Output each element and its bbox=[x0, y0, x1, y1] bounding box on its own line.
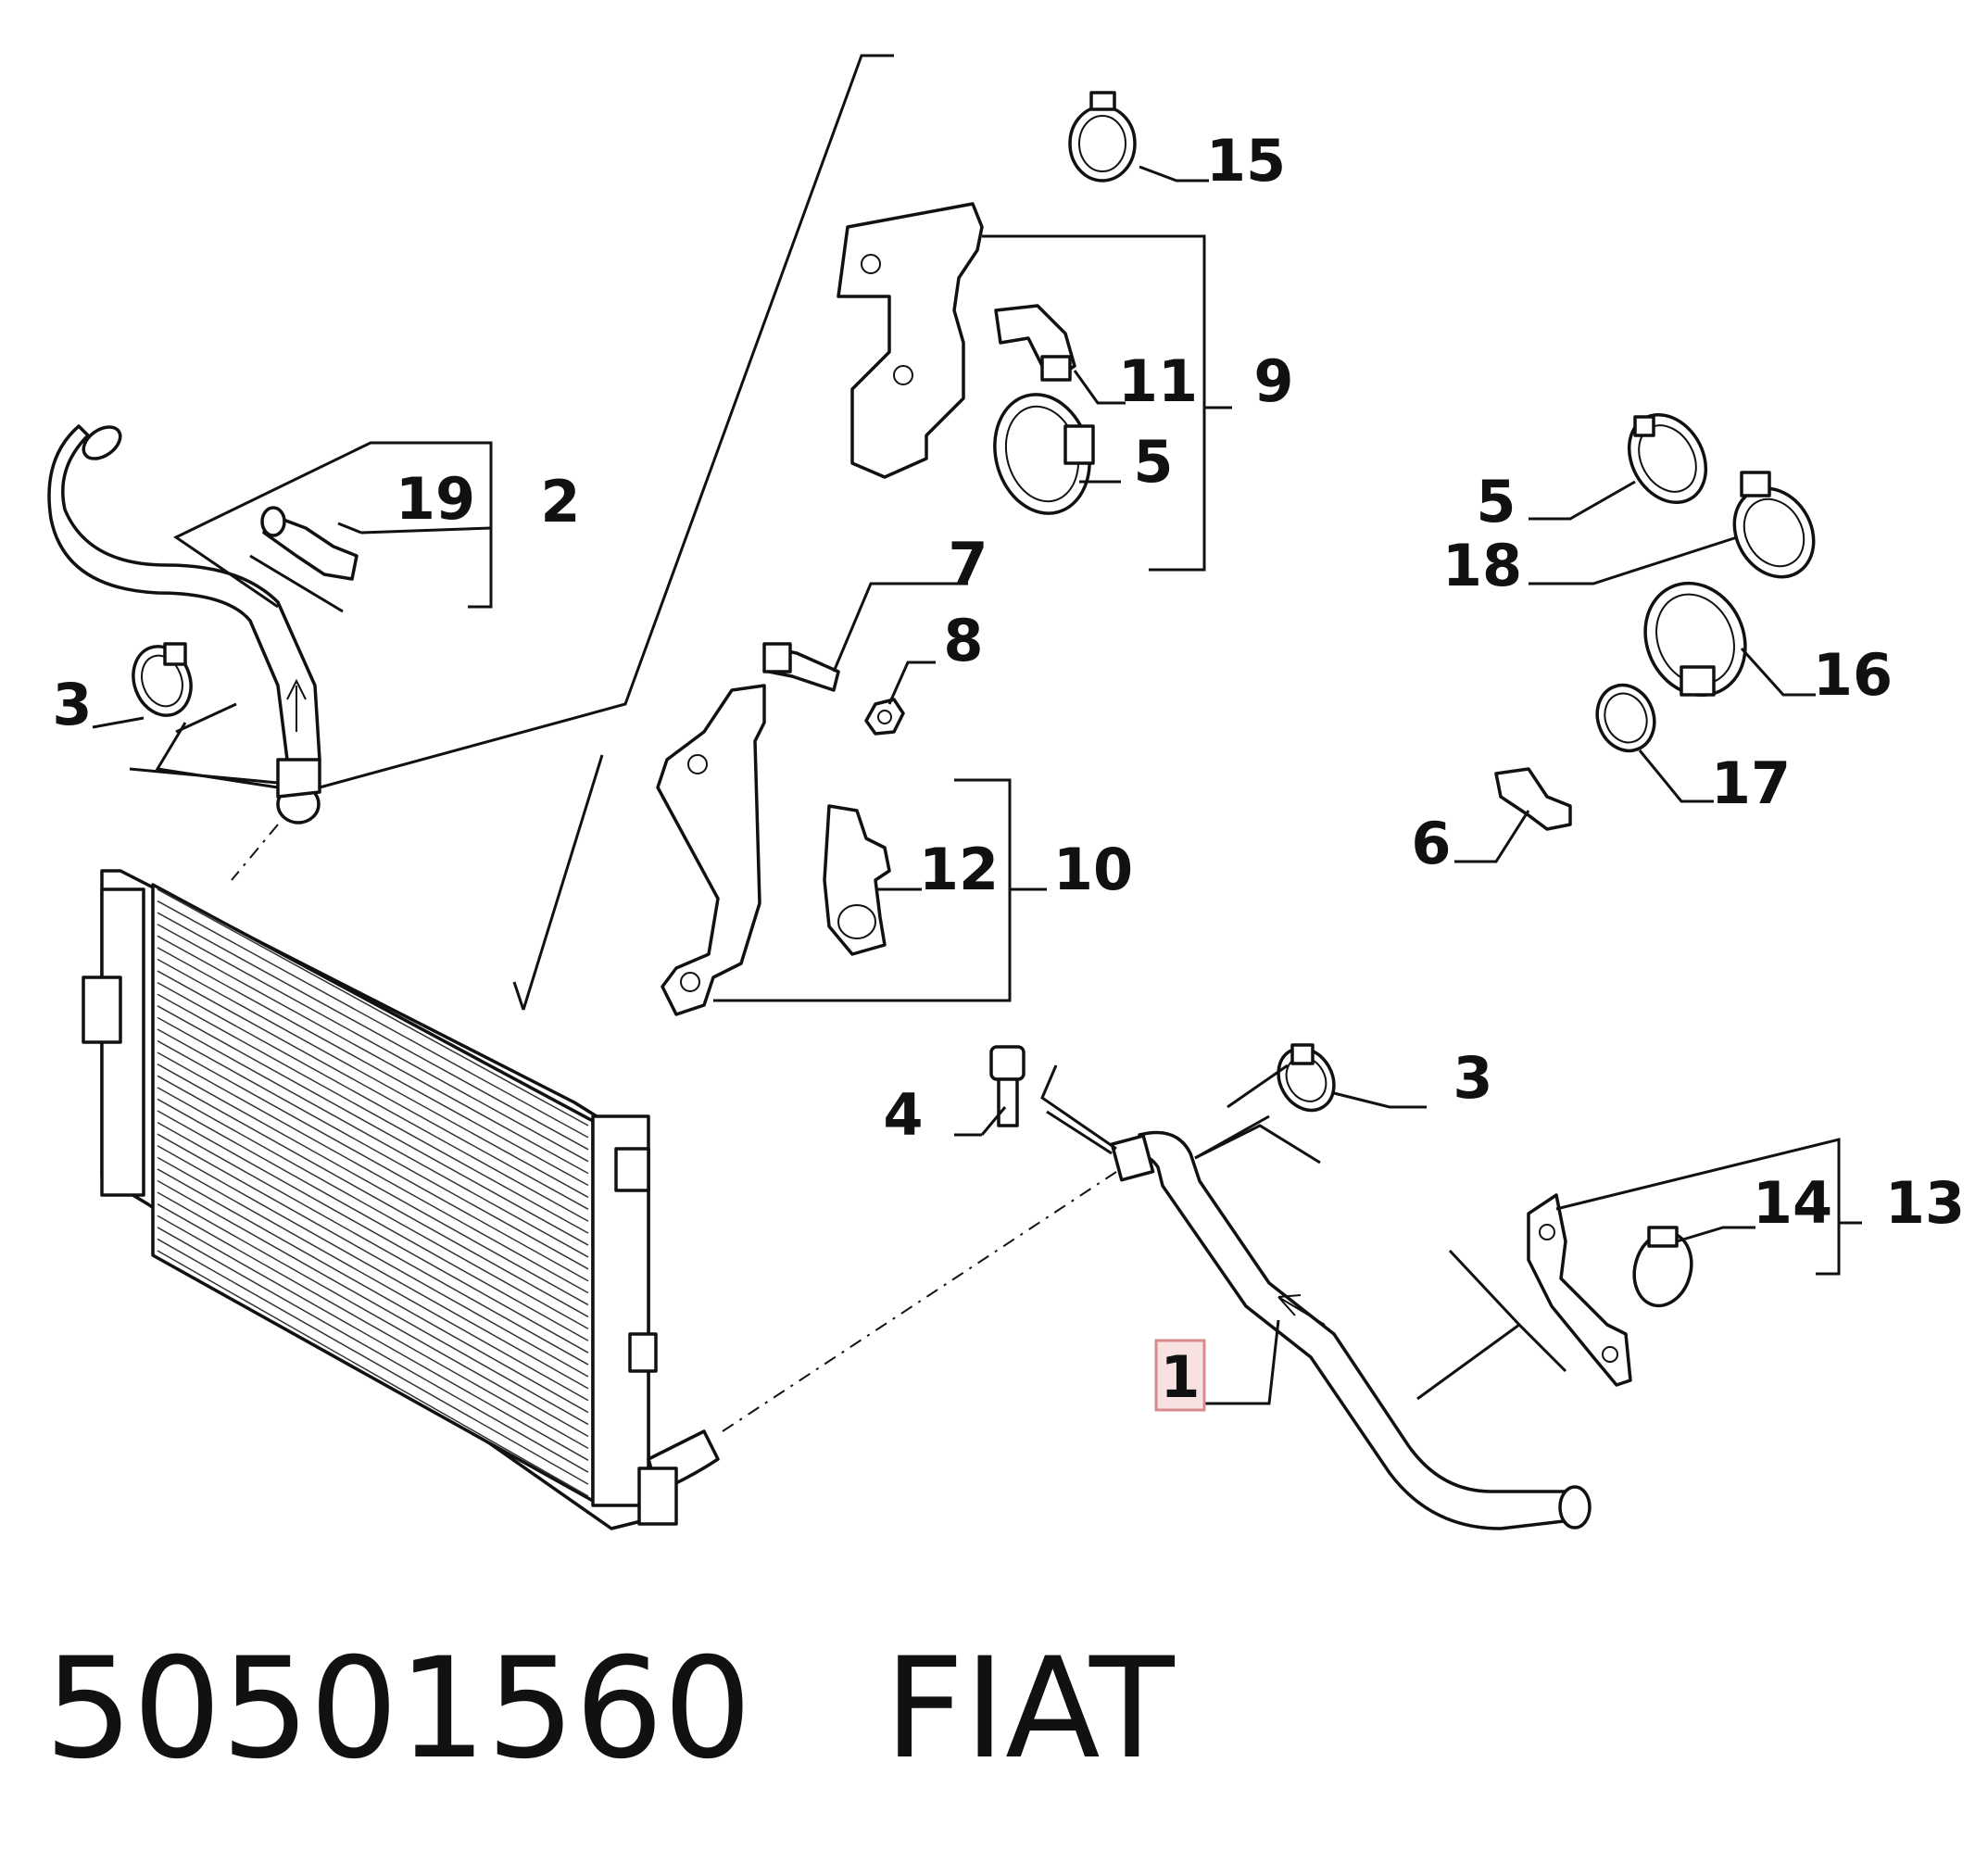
radiator-fin bbox=[157, 1039, 589, 1282]
callout-7[interactable]: 7 bbox=[948, 530, 988, 598]
sensor-19 bbox=[260, 506, 359, 581]
alignment-lines bbox=[231, 824, 1117, 1432]
bolt-4 bbox=[989, 1045, 1025, 1127]
radiator-fin bbox=[157, 1238, 589, 1485]
callout-5-right[interactable]: 5 bbox=[1476, 468, 1516, 535]
clip-6 bbox=[1494, 767, 1572, 831]
radiator-fin bbox=[157, 1227, 589, 1473]
callout-14[interactable]: 14 bbox=[1753, 1169, 1832, 1237]
radiator-fin bbox=[157, 970, 589, 1210]
radiator-fin bbox=[157, 1064, 589, 1306]
part-caption: 50501560 FIAT bbox=[44, 1640, 1175, 1779]
upper-hose bbox=[47, 424, 321, 825]
radiator-fin bbox=[157, 1051, 589, 1294]
callout-16[interactable]: 16 bbox=[1813, 641, 1893, 709]
callout-18[interactable]: 18 bbox=[1442, 532, 1522, 599]
radiator-fin bbox=[157, 1215, 589, 1461]
radiator-fin bbox=[157, 1110, 589, 1353]
callout-6[interactable]: 6 bbox=[1411, 810, 1451, 877]
radiator-fin bbox=[157, 912, 589, 1151]
clamp-5-right bbox=[1627, 412, 1708, 505]
radiator-fin bbox=[157, 958, 589, 1199]
callout-3-right[interactable]: 3 bbox=[1453, 1044, 1492, 1112]
clamp-17 bbox=[1595, 683, 1656, 753]
radiator-fin bbox=[157, 1075, 589, 1318]
bracket-lower bbox=[656, 684, 766, 1016]
radiator-fin bbox=[157, 1250, 589, 1497]
radiator-fin bbox=[157, 1156, 589, 1402]
callout-5-upper[interactable]: 5 bbox=[1133, 428, 1173, 496]
callout-1[interactable]: 1 bbox=[1160, 1343, 1200, 1411]
radiator-fin bbox=[157, 1168, 589, 1414]
clamp-15 bbox=[1068, 91, 1137, 183]
callouts: 1 2 3 3 4 5 5 6 7 8 9 10 11 12 13 14 15 … bbox=[52, 127, 1965, 1411]
callout-4[interactable]: 4 bbox=[883, 1081, 923, 1149]
callout-15[interactable]: 15 bbox=[1206, 127, 1286, 195]
callout-11[interactable]: 11 bbox=[1118, 347, 1198, 415]
callout-19[interactable]: 19 bbox=[396, 465, 475, 533]
radiator-fin bbox=[157, 1087, 589, 1330]
callout-9[interactable]: 9 bbox=[1253, 347, 1293, 415]
clip-12 bbox=[823, 804, 891, 956]
radiator-fin bbox=[157, 1191, 589, 1438]
callout-3-left[interactable]: 3 bbox=[52, 671, 92, 738]
radiator-fin bbox=[157, 1133, 589, 1378]
part-number: 50501560 bbox=[44, 1629, 752, 1790]
radiator-fin bbox=[157, 1098, 589, 1341]
leader-lines bbox=[92, 165, 1862, 1405]
radiator-fin bbox=[157, 1028, 589, 1270]
radiator-fin bbox=[157, 947, 589, 1187]
bracket-13 bbox=[1527, 1193, 1632, 1387]
callout-2[interactable]: 2 bbox=[540, 468, 580, 535]
callout-13[interactable]: 13 bbox=[1885, 1169, 1965, 1237]
clip-14 bbox=[1632, 1226, 1693, 1308]
callout-8[interactable]: 8 bbox=[943, 607, 983, 674]
clamp-5-upper bbox=[993, 393, 1095, 515]
radiator-fin bbox=[157, 981, 589, 1222]
radiator bbox=[82, 869, 720, 1530]
nut-8 bbox=[864, 698, 905, 736]
radiator-fin bbox=[157, 1203, 589, 1450]
radiator-fin bbox=[157, 1179, 589, 1426]
clamp-3-left bbox=[132, 642, 193, 717]
callout-17[interactable]: 17 bbox=[1711, 749, 1791, 817]
callout-10[interactable]: 10 bbox=[1053, 836, 1133, 903]
clamp-18 bbox=[1732, 471, 1816, 579]
radiator-fin bbox=[157, 1016, 589, 1258]
radiator-fin bbox=[157, 1121, 589, 1366]
radiator-fin bbox=[157, 1005, 589, 1246]
callout-12[interactable]: 12 bbox=[919, 836, 999, 903]
bolt-7 bbox=[762, 642, 840, 692]
radiator-fin bbox=[157, 924, 589, 1163]
callout-1-highlight bbox=[1154, 1339, 1206, 1412]
radiator-fin bbox=[157, 900, 589, 1139]
radiator-fin bbox=[157, 1145, 589, 1390]
clamp-16 bbox=[1643, 581, 1747, 698]
lower-hose bbox=[1110, 1130, 1592, 1530]
radiator-fin bbox=[157, 888, 589, 1127]
radiator-fin bbox=[157, 993, 589, 1234]
bracket-upper bbox=[837, 202, 984, 479]
clip-11 bbox=[994, 304, 1076, 382]
brand-name: FIAT bbox=[884, 1629, 1175, 1790]
radiator-fin bbox=[157, 935, 589, 1175]
clamp-3-right bbox=[1277, 1043, 1336, 1113]
